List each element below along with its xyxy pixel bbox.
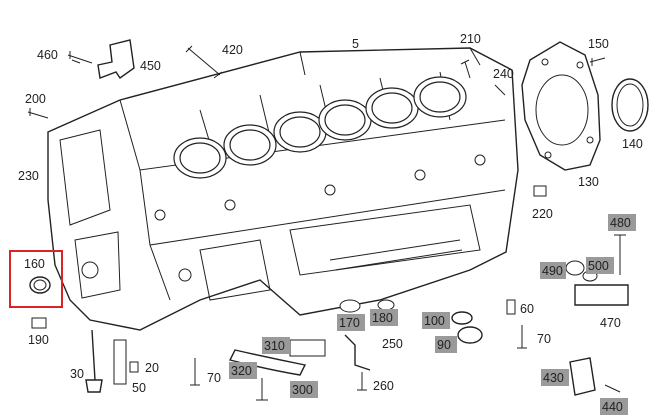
label-highlights (229, 214, 636, 415)
label-140: 140 (622, 137, 643, 151)
label-240: 240 (493, 67, 514, 81)
label-490: 490 (542, 264, 563, 278)
label-500: 500 (588, 259, 609, 273)
rear-cover-plate (521, 41, 601, 171)
label-420: 420 (222, 43, 243, 57)
label-230: 230 (18, 169, 39, 183)
label-180: 180 (372, 311, 393, 325)
label-100: 100 (424, 314, 445, 328)
part-labels: 5 20 30 50 60 70 70 90 100 130 140 150 1… (18, 32, 643, 414)
label-130: 130 (578, 175, 599, 189)
label-5: 5 (352, 37, 359, 51)
label-70-right: 70 (537, 332, 551, 346)
label-200: 200 (25, 92, 46, 106)
label-260: 260 (373, 379, 394, 393)
label-440: 440 (602, 400, 623, 414)
label-210: 210 (460, 32, 481, 46)
label-470: 470 (600, 316, 621, 330)
label-70-left: 70 (207, 371, 221, 385)
label-30: 30 (70, 367, 84, 381)
label-480: 480 (610, 216, 631, 230)
engine-block (47, 47, 519, 331)
label-90: 90 (437, 338, 451, 352)
label-430: 430 (543, 371, 564, 385)
label-320: 320 (231, 364, 252, 378)
seal-ring (611, 78, 649, 132)
label-160: 160 (24, 257, 45, 271)
label-250: 250 (382, 337, 403, 351)
label-150: 150 (588, 37, 609, 51)
label-20: 20 (145, 361, 159, 375)
label-50: 50 (132, 381, 146, 395)
label-170: 170 (339, 316, 360, 330)
label-60: 60 (520, 302, 534, 316)
label-300: 300 (292, 383, 313, 397)
highlight-box-160 (9, 250, 63, 308)
small-parts (27, 39, 629, 401)
label-450: 450 (140, 59, 161, 73)
label-220: 220 (532, 207, 553, 221)
label-310: 310 (264, 339, 285, 353)
label-190: 190 (28, 333, 49, 347)
label-460: 460 (37, 48, 58, 62)
